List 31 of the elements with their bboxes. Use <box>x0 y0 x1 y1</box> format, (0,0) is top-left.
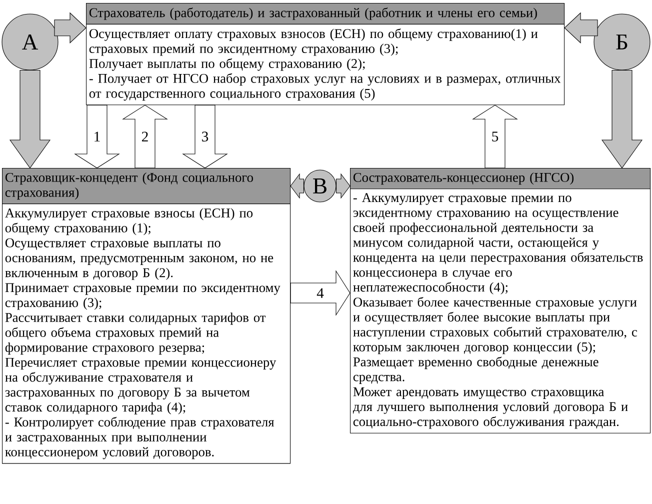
block-arrow <box>336 173 350 199</box>
info-box: Сострахователь-концессионер (НГСО) - Аккумулирует страховые премии по эксидентному страхованию на осуществление своей профессиональной деятельности за минусом солидарной части, остающейся у концедента на цели перестрахования обязательств концессионера в случае его неплатежеспособности (4); Оказывает более качественные страховые услуги и осуществляет более высокие выплаты при наступлении страховых событий страхователю, с которым заключен договор концессии (5); Размещает временно свободные денежные средства. Может арендовать имущество страховщика для лучшего выполнения условий договора Б и социально-страхового обслуживания граждан. <box>350 168 651 434</box>
block-arrow <box>290 173 304 199</box>
node-label: Получает выплаты по общему страхованию (2); <box>89 58 365 71</box>
node-label: Принимает страховые премии по эксидентному страхованию (3); <box>5 283 280 310</box>
node-label: Аккумулирует страховые взносы (ЕСН) по общему страхованию (1); <box>5 208 253 236</box>
node-label: - Аккумулирует страховые премии по эксидентному страхованию на осуществление своей профессиональной деятельности за минусом солидарной части, остающейся у концедента на цели перестрахования обязательств концессионера в случае его неплатежеспособности (4); <box>353 193 643 294</box>
edge-label: 5 <box>490 130 500 143</box>
info-box: Страховщик-концедент (Фонд социального страхования) Аккумулирует страховые взносы (ЕСН) по общему страхованию (1); Осуществляет страховые выплаты по основаниям, предусмотренным законом, но не включенным в договор Б (2). Принимает страховые премии по эксидентному страхованию (3); Рассчитывает ставки солидарных тарифов от общего объема страховых премий на формирование страхового резерва; Перечисляет страховые премии концессионеру на обслуживание страхователя и застрахованных по договору Б за вычетом ставок солидарного тарифа (4); - Контролирует соблюдение прав страхователя и застрахованных при выполнении концессионером условий договоров. <box>2 168 291 464</box>
edge-label: 3 <box>200 130 210 143</box>
block-arrow <box>9 70 51 168</box>
block-arrow <box>472 104 518 168</box>
node-label: Размещает временно свободные денежные средства. <box>353 356 598 384</box>
node-label: - Контролирует соблюдение прав страхователя и застрахованных при выполнении концессионером условий договоров. <box>5 416 274 460</box>
edge-label: 1 <box>92 130 102 143</box>
node-label: Осуществляет оплату страховых взносов (ЕСН) по общему страхованию(1) и страховых премий по эксидентному страхованию (3); <box>89 28 538 56</box>
block-arrow <box>182 104 228 168</box>
node-label: Оказывает более качественные страховые услуги и осуществляет более высокие выплаты при наступлении страховых событий страхователю, с которым заключен договор концессии (5); <box>353 296 638 354</box>
block-arrow <box>74 104 120 168</box>
info-box: Страхователь (работодатель) и застрахованный (работник и члены его семьи) Осуществляет оплату страховых взносов (ЕСН) по общему страхованию(1) и страховых премий по эксидентному страхованию (3); Получает выплаты по общему страхованию (2); - Получает от НГСО набор страховых услуг на условиях и в размерах, отличных от государственного социального страхования (5) <box>86 3 565 106</box>
block-arrow <box>602 70 643 168</box>
node-label: Осуществляет страховые выплаты по основаниям, предусмотренным законом, но не включенным в договор Б (2). <box>5 238 274 280</box>
node-label: Перечисляет страховые премии концессионеру на обслуживание страхователя и застрахованных по договору Б за вычетом ставок солидарного тарифа (4); <box>5 358 276 414</box>
edge-label: 2 <box>140 130 150 143</box>
node-label: Рассчитывает ставки солидарных тарифов от общего объема страховых премий на формирование страхового резерва; <box>5 312 266 355</box>
block-arrow <box>564 12 598 44</box>
block-arrow <box>290 270 350 316</box>
block-arrow <box>54 12 86 44</box>
node-label: Может арендовать имущество страховщика для лучшего выполнения условий договора Б и социально-страхового обслуживания граждан. <box>352 387 628 429</box>
block-arrow <box>122 104 168 168</box>
node-label: - Получает от НГСО набор страховых услуг на условиях и в размерах, отличных от государственного социального страхования (5) <box>89 73 561 101</box>
